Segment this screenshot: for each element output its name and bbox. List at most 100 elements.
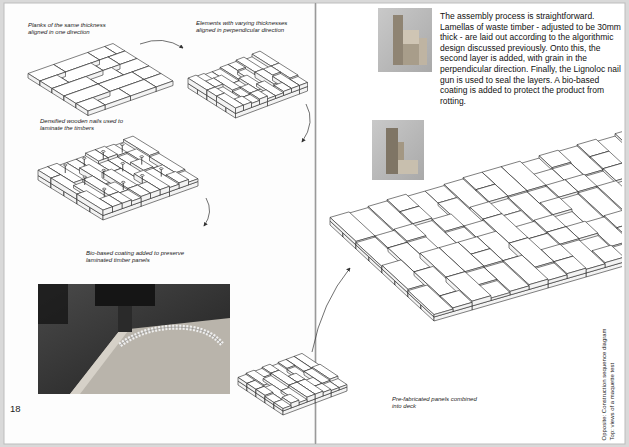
lamella-face (113, 203, 123, 212)
sketch-caption: Pre-fabricated panels combined into deck (392, 396, 482, 410)
sequence-arrows (140, 40, 350, 352)
lamella-face (323, 389, 331, 396)
lamella-face (141, 193, 151, 202)
lamella-face (160, 186, 170, 195)
lamella-face (330, 217, 356, 245)
lamella-face (283, 406, 291, 411)
figure-caption: Top: views of a maquette test (607, 316, 615, 441)
lamella-face (217, 96, 236, 113)
sequence-arrow (302, 104, 310, 142)
lamella-face (151, 190, 161, 199)
lamella-face (52, 89, 64, 101)
lamella-face (189, 179, 199, 185)
lamella-face (434, 309, 453, 317)
lamella-face (268, 96, 276, 102)
lamella-face (64, 96, 76, 108)
lamella-face (331, 388, 339, 393)
page-number: 18 (10, 403, 34, 414)
wooden-nail (83, 176, 87, 185)
lamella-face (76, 104, 88, 116)
lamella-face (122, 200, 132, 209)
lamella-face (170, 184, 180, 191)
lamella-face (453, 302, 472, 311)
sequence-arrow (204, 198, 210, 226)
timber-lamella (408, 285, 453, 317)
lamella-face (238, 377, 247, 387)
lamella-face (51, 178, 77, 199)
maquette-photo (378, 8, 432, 72)
maquette-photo (372, 120, 424, 180)
timber-panel (188, 51, 308, 118)
lamella-face (247, 383, 256, 393)
lamella-face (510, 286, 529, 295)
lamella-face (300, 82, 308, 89)
lamella-face (292, 85, 300, 92)
lamella-face (315, 391, 323, 399)
sketch-caption: Bio-based coating added to preserve lami… (86, 250, 191, 264)
wooden-nail (82, 157, 86, 166)
wooden-nail (159, 168, 163, 177)
wooden-nail (140, 175, 144, 184)
lamella-face (103, 207, 113, 216)
lamella-face (356, 243, 382, 269)
lamella-face (256, 389, 265, 399)
lamella-face (339, 385, 347, 390)
wooden-nail (120, 144, 124, 153)
lamella-face (491, 293, 510, 301)
sequence-arrow (140, 40, 183, 48)
wooden-nail (121, 163, 125, 172)
wooden-nail (102, 169, 106, 178)
lamella-face (188, 78, 207, 95)
workshop-photo (38, 284, 230, 394)
lamella-face (586, 264, 605, 273)
right-page (316, 3, 625, 444)
lamella-face (236, 105, 244, 113)
lamella-face (77, 194, 103, 215)
lamella-face (40, 81, 52, 93)
timber-lamella (217, 93, 244, 113)
lamella-face (382, 265, 408, 293)
lamella-face (207, 90, 217, 101)
wooden-nails (63, 144, 163, 197)
lamella-face (567, 268, 586, 278)
timber-panel (330, 128, 622, 321)
lamella-face (276, 93, 284, 99)
wooden-nail (121, 181, 125, 190)
lamella-face (131, 87, 157, 101)
lamella-face (105, 96, 131, 110)
lamella-face (252, 100, 260, 107)
lamella-face (156, 81, 173, 92)
lamella-face (38, 170, 51, 183)
lamella-face (244, 102, 252, 110)
lamella-face (307, 394, 315, 402)
lamella-face (265, 397, 274, 405)
wooden-nail (140, 156, 144, 165)
wooden-nail (102, 188, 106, 197)
left-page (4, 3, 315, 444)
lamella-face (274, 403, 283, 411)
lamella-face (88, 105, 105, 116)
wooden-nail (101, 151, 105, 160)
lamella-face (408, 291, 434, 317)
lamella-face (548, 275, 567, 284)
body-text: The assembly process is straightforward.… (440, 11, 623, 106)
sequence-arrow (312, 268, 350, 352)
lamella-face (299, 400, 307, 405)
lamella-face (260, 96, 268, 104)
lamella-face (408, 285, 453, 315)
lamella-face (132, 198, 142, 205)
timber-lamella (76, 98, 105, 116)
lamella-face (291, 400, 299, 408)
lamella-face (529, 279, 548, 289)
timber-panel (38, 136, 198, 220)
lamella-face (284, 88, 292, 95)
timber-lamella (77, 191, 113, 216)
lamella-face (605, 257, 622, 267)
timber-lamella (274, 400, 291, 411)
sketch-caption: Densified wooden nails used to laminate … (40, 118, 128, 132)
lamella-face (472, 296, 491, 306)
lamella-face (179, 180, 189, 189)
wooden-nail (63, 164, 67, 173)
